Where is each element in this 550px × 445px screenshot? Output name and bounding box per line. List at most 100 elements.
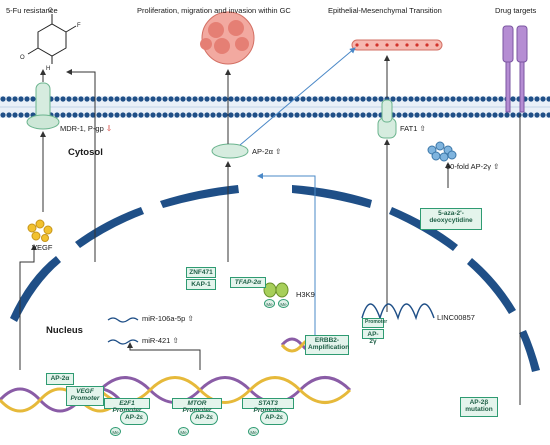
cytosol-label: Cytosol xyxy=(68,147,103,158)
lipid-head xyxy=(96,96,102,102)
lipid-head xyxy=(282,96,288,102)
lipid-head xyxy=(318,96,324,102)
emt-cell-nucleus xyxy=(395,43,399,47)
ap2b-mutation-box: AP-2β mutation xyxy=(460,397,498,417)
nucleus-label: Nucleus xyxy=(46,325,83,336)
lipid-head xyxy=(510,112,516,118)
up-arrow-icon: ⇧ xyxy=(172,336,179,345)
emt-cell-nucleus xyxy=(355,43,359,47)
lipid-head xyxy=(204,96,210,102)
lipid-head xyxy=(306,112,312,118)
lipid-head xyxy=(108,96,114,102)
lipid-head xyxy=(66,96,72,102)
lipid-head xyxy=(228,112,234,118)
lipid-head xyxy=(468,112,474,118)
lipid-head xyxy=(120,112,126,118)
emt-cell-nucleus xyxy=(375,43,379,47)
lipid-head xyxy=(60,96,66,102)
vegf-cluster xyxy=(27,219,53,242)
lipid-head xyxy=(408,112,414,118)
emt-cell-nucleus xyxy=(365,43,369,47)
lipid-head xyxy=(102,96,108,102)
h3k9-histone xyxy=(263,282,289,298)
e2f1-promoter-box: E2F1 Promoter xyxy=(104,398,150,414)
lipid-head xyxy=(360,96,366,102)
lipid-head xyxy=(378,96,384,102)
atom-nh: H xyxy=(46,66,50,72)
lipid-head xyxy=(72,96,78,102)
ap2a-to-emt-arrow xyxy=(239,47,356,146)
lipid-head xyxy=(258,112,264,118)
lipid-head xyxy=(354,112,360,118)
linc00857-rna xyxy=(361,303,435,321)
stat3-promoter-box: STAT3 Promoter xyxy=(242,398,294,414)
lipid-head xyxy=(438,112,444,118)
lipid-head xyxy=(78,112,84,118)
methyl-group: Me xyxy=(178,427,189,436)
lipid-head xyxy=(72,112,78,118)
lipid-head xyxy=(438,96,444,102)
title-proliferation: Proliferation, migration and invasion wi… xyxy=(137,6,291,15)
lipid-head xyxy=(426,112,432,118)
methyl-group: Me xyxy=(110,427,121,436)
lipid-head xyxy=(456,112,462,118)
lipid-head xyxy=(480,112,486,118)
lipid-head xyxy=(540,96,546,102)
lipid-head xyxy=(414,112,420,118)
ap2a-nucleus-box: AP-2α xyxy=(46,373,74,385)
lipid-head xyxy=(216,112,222,118)
lipid-head xyxy=(432,112,438,118)
lipid-head xyxy=(402,112,408,118)
lipid-head xyxy=(12,96,18,102)
thirty-fold-label: 30-fold AP-2γ ⇧ xyxy=(446,163,499,171)
lipid-head xyxy=(426,96,432,102)
lipid-head xyxy=(240,96,246,102)
methyl-group: Me xyxy=(248,427,259,436)
lipid-head xyxy=(126,96,132,102)
lipid-head xyxy=(480,96,486,102)
mdr1-pump xyxy=(26,82,60,130)
title-5fu-resistance: 5-Fu resistance xyxy=(6,6,58,15)
lipid-head xyxy=(546,112,550,118)
emt-cell-nucleus xyxy=(435,43,439,47)
lipid-head xyxy=(174,96,180,102)
lipid-head xyxy=(132,96,138,102)
lipid-head xyxy=(528,112,534,118)
lipid-head xyxy=(366,96,372,102)
lipid-head xyxy=(342,112,348,118)
lipid-head xyxy=(492,96,498,102)
lipid-head xyxy=(486,96,492,102)
lipid-head xyxy=(222,112,228,118)
fluorouracil-molecule xyxy=(27,14,77,64)
lipid-head xyxy=(348,96,354,102)
lipid-head xyxy=(54,112,60,118)
lipid-head xyxy=(342,96,348,102)
lipid-head xyxy=(84,96,90,102)
lipid-head xyxy=(468,96,474,102)
lipid-head xyxy=(114,96,120,102)
lipid-head xyxy=(312,112,318,118)
mir106-text: miR-106a-5p xyxy=(142,314,186,323)
lipid-head xyxy=(150,96,156,102)
pathway-arrows xyxy=(19,55,521,405)
lipid-head xyxy=(528,96,534,102)
lipid-head xyxy=(516,112,522,118)
lipid-head xyxy=(336,96,342,102)
lipid-head xyxy=(144,96,150,102)
lipid-head xyxy=(234,112,240,118)
lipid-head xyxy=(54,96,60,102)
lipid-head xyxy=(300,112,306,118)
lipid-head xyxy=(282,112,288,118)
cell-membrane xyxy=(0,96,550,118)
erbb2-to-ap2a-arrow xyxy=(257,173,316,335)
lipid-head xyxy=(162,96,168,102)
lipid-head xyxy=(108,112,114,118)
lipid-head xyxy=(114,112,120,118)
lipid-head xyxy=(462,96,468,102)
lipid-head xyxy=(366,112,372,118)
lipid-head xyxy=(534,96,540,102)
lipid-head xyxy=(186,96,192,102)
lipid-head xyxy=(198,112,204,118)
lipid-head xyxy=(450,112,456,118)
